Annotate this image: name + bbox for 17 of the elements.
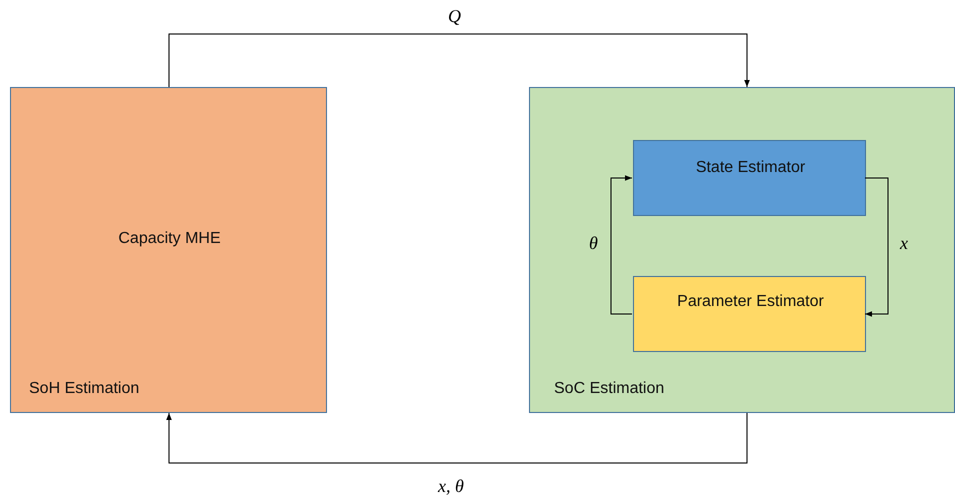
box-label: State Estimator	[694, 158, 806, 178]
connector-arrow	[168, 34, 750, 88]
connector-arrow	[166, 412, 748, 464]
box-label: SoH Estimation	[29, 380, 140, 398]
estimation-panel	[10, 87, 327, 413]
connector-arrow	[610, 175, 632, 314]
box-label: SoC Estimation	[554, 380, 664, 398]
edge-label: x	[900, 233, 908, 254]
estimation-panel	[529, 87, 955, 413]
block-label: Capacity MHE	[117, 229, 222, 249]
estimator-box	[633, 276, 866, 352]
edge-label: x, θ	[438, 476, 464, 497]
connector-arrow	[864, 178, 888, 317]
edge-label: θ	[589, 233, 598, 254]
edge-label: Q	[448, 6, 461, 27]
estimator-box	[633, 140, 866, 216]
box-label: Parameter Estimator	[676, 292, 825, 312]
